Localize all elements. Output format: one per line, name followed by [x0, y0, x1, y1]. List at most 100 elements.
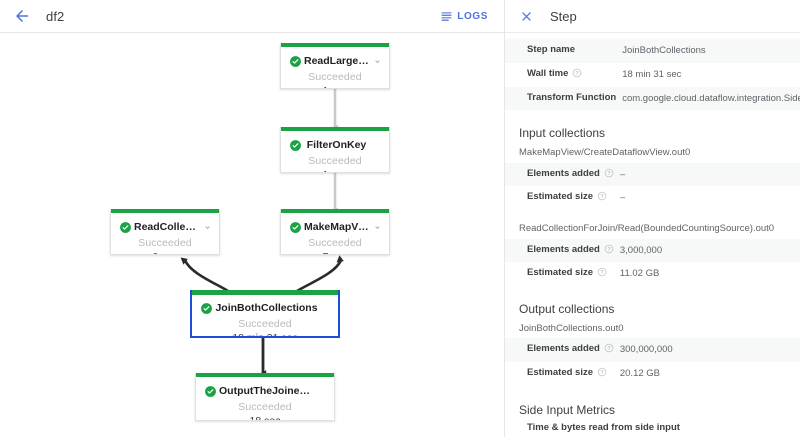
- node-status: Succeeded: [238, 401, 292, 413]
- svg-text:?: ?: [600, 194, 603, 200]
- detail-value: com.google.cloud.dataflow.integration.Si…: [622, 92, 800, 104]
- node-time: 1 sec: [281, 85, 389, 88]
- detail-value: 11.02 GB: [619, 268, 660, 280]
- detail-key-label: Elements added: [527, 243, 600, 255]
- check-circle-icon: [290, 55, 301, 67]
- detail-value: 20.12 GB: [619, 368, 660, 380]
- column-header: Bytes read: [761, 435, 800, 437]
- chevron-down-icon[interactable]: [371, 223, 383, 232]
- logs-list-icon: [441, 11, 452, 21]
- node-status: Succeeded: [238, 318, 292, 330]
- detail-key-label: Estimated size: [527, 267, 593, 279]
- help-circle-icon[interactable]: ?: [597, 367, 607, 377]
- table-row: Elements added? –: [505, 162, 800, 187]
- detail-key: Wall time?: [505, 63, 622, 87]
- output-collections-title: Output collections: [519, 302, 615, 317]
- table-row: Estimated size? 11.02 GB: [505, 262, 800, 286]
- column-header: Side input collection: [505, 435, 703, 437]
- svg-text:?: ?: [600, 270, 603, 276]
- node-title: MakeMapView: [304, 221, 371, 233]
- help-circle-icon[interactable]: ?: [604, 244, 614, 254]
- collection-name: MakeMapView/CreateDataflowView.out0: [519, 147, 691, 159]
- help-circle-icon[interactable]: ?: [604, 168, 614, 178]
- table-header-row: Side input collection Time spent reading…: [505, 435, 800, 437]
- node-status-bar: [281, 43, 389, 47]
- detail-key-label: Elements added: [527, 343, 600, 355]
- check-circle-icon: [201, 302, 212, 314]
- detail-key-label: Estimated size: [527, 191, 593, 203]
- detail-key: Step name: [527, 44, 576, 55]
- node-time: 18 sec: [249, 415, 281, 421]
- detail-key-label: Estimated size: [527, 367, 593, 379]
- input-collection-table-1: Elements added? 3,000,000 Estimated size…: [505, 238, 800, 287]
- graph-node-read-collection-for-join[interactable]: ReadCollectionForJoin Succeeded 0 sec: [110, 209, 220, 255]
- logs-button[interactable]: LOGS: [436, 7, 492, 26]
- detail-key: Estimated size?: [505, 362, 620, 386]
- node-status: Succeeded: [308, 155, 362, 167]
- detail-value: 3,000,000: [619, 244, 663, 256]
- svg-text:?: ?: [607, 171, 610, 177]
- detail-value: –: [619, 168, 626, 180]
- job-graph-pane: df2 LOGS: [0, 6, 504, 437]
- table-row: Estimated size? 20.12 GB: [505, 362, 800, 386]
- check-circle-icon: [120, 221, 131, 233]
- step-details-panel: Step Step name JoinBothCollections Wall …: [504, 0, 800, 437]
- graph-node-make-map-view[interactable]: MakeMapView Succeeded 7 sec: [280, 209, 390, 255]
- edge-join-to-readcollection: [180, 257, 229, 293]
- step-panel-title: Step: [550, 8, 577, 24]
- back-arrow-icon[interactable]: [12, 6, 32, 26]
- detail-key: Elements added?: [505, 338, 620, 362]
- input-collections-title: Input collections: [519, 126, 606, 141]
- node-time: 0 sec: [111, 251, 219, 254]
- graph-node-read-large-collection[interactable]: ReadLargeCollectionFr... Succeeded 1 sec: [280, 43, 390, 89]
- graph-node-output-the-joined-collection[interactable]: OutputTheJoinedCollec... Succeeded 18 se…: [195, 373, 335, 421]
- step-panel-header: Step: [505, 0, 800, 33]
- svg-text:?: ?: [600, 370, 603, 376]
- output-collection-table-0: Elements added? 300,000,000 Estimated si…: [505, 338, 800, 386]
- detail-key: Transform Function: [527, 91, 617, 103]
- node-status-bar: [196, 373, 334, 377]
- detail-key-label: Elements added: [527, 167, 600, 179]
- svg-text:?: ?: [607, 346, 610, 352]
- detail-value: 18 min 31 sec: [622, 68, 682, 80]
- job-graph-canvas[interactable]: ReadLargeCollectionFr... Succeeded 1 sec: [0, 33, 504, 437]
- node-title: JoinBothCollections: [215, 302, 318, 314]
- step-details-table: Step name JoinBothCollections Wall time?…: [505, 39, 800, 111]
- help-circle-icon[interactable]: ?: [597, 267, 607, 277]
- svg-text:?: ?: [576, 71, 579, 77]
- detail-value: –: [619, 192, 626, 204]
- check-circle-icon: [205, 385, 216, 397]
- side-input-metrics-title: Side Input Metrics: [519, 402, 616, 417]
- graph-node-filter-on-key[interactable]: FilterOnKey Succeeded 1 sec: [280, 127, 390, 173]
- collection-name: ReadCollectionForJoin/Read(BoundedCounti…: [519, 223, 775, 235]
- close-x-icon[interactable]: [519, 9, 534, 24]
- table-row: Transform Function com.google.cloud.data…: [505, 86, 800, 111]
- help-circle-icon[interactable]: ?: [604, 343, 614, 353]
- collection-name: JoinBothCollections.out0: [519, 323, 624, 335]
- detail-value: 300,000,000: [619, 344, 673, 356]
- table-row: Step name JoinBothCollections: [505, 39, 800, 63]
- column-header: Time spent reading: [702, 435, 762, 437]
- detail-key: Elements added?: [505, 163, 620, 187]
- side-input-metrics-subtitle: Time & bytes read from side input: [527, 421, 680, 433]
- node-title: ReadLargeCollectionFr...: [304, 55, 371, 67]
- help-circle-icon[interactable]: ?: [572, 68, 582, 78]
- node-time: 1 sec: [281, 169, 389, 172]
- node-time: 7 sec: [281, 251, 389, 254]
- graph-node-join-both-collections[interactable]: JoinBothCollections Succeeded 18 min 31 …: [190, 290, 340, 338]
- detail-key: Estimated size?: [505, 186, 620, 210]
- node-title: FilterOnKey: [306, 139, 367, 151]
- node-status-bar: [192, 290, 338, 295]
- table-row: Estimated size? –: [505, 186, 800, 210]
- node-status-bar: [281, 209, 389, 213]
- help-circle-icon[interactable]: ?: [597, 191, 607, 201]
- graph-edges: [180, 89, 344, 378]
- chevron-down-icon[interactable]: [201, 223, 213, 232]
- check-circle-icon: [290, 221, 301, 233]
- detail-value: JoinBothCollections: [622, 45, 706, 56]
- chevron-down-icon[interactable]: [371, 57, 383, 66]
- node-status-bar: [281, 127, 389, 131]
- detail-key: Estimated size?: [505, 262, 620, 286]
- node-title: ReadCollectionForJoin: [134, 221, 201, 233]
